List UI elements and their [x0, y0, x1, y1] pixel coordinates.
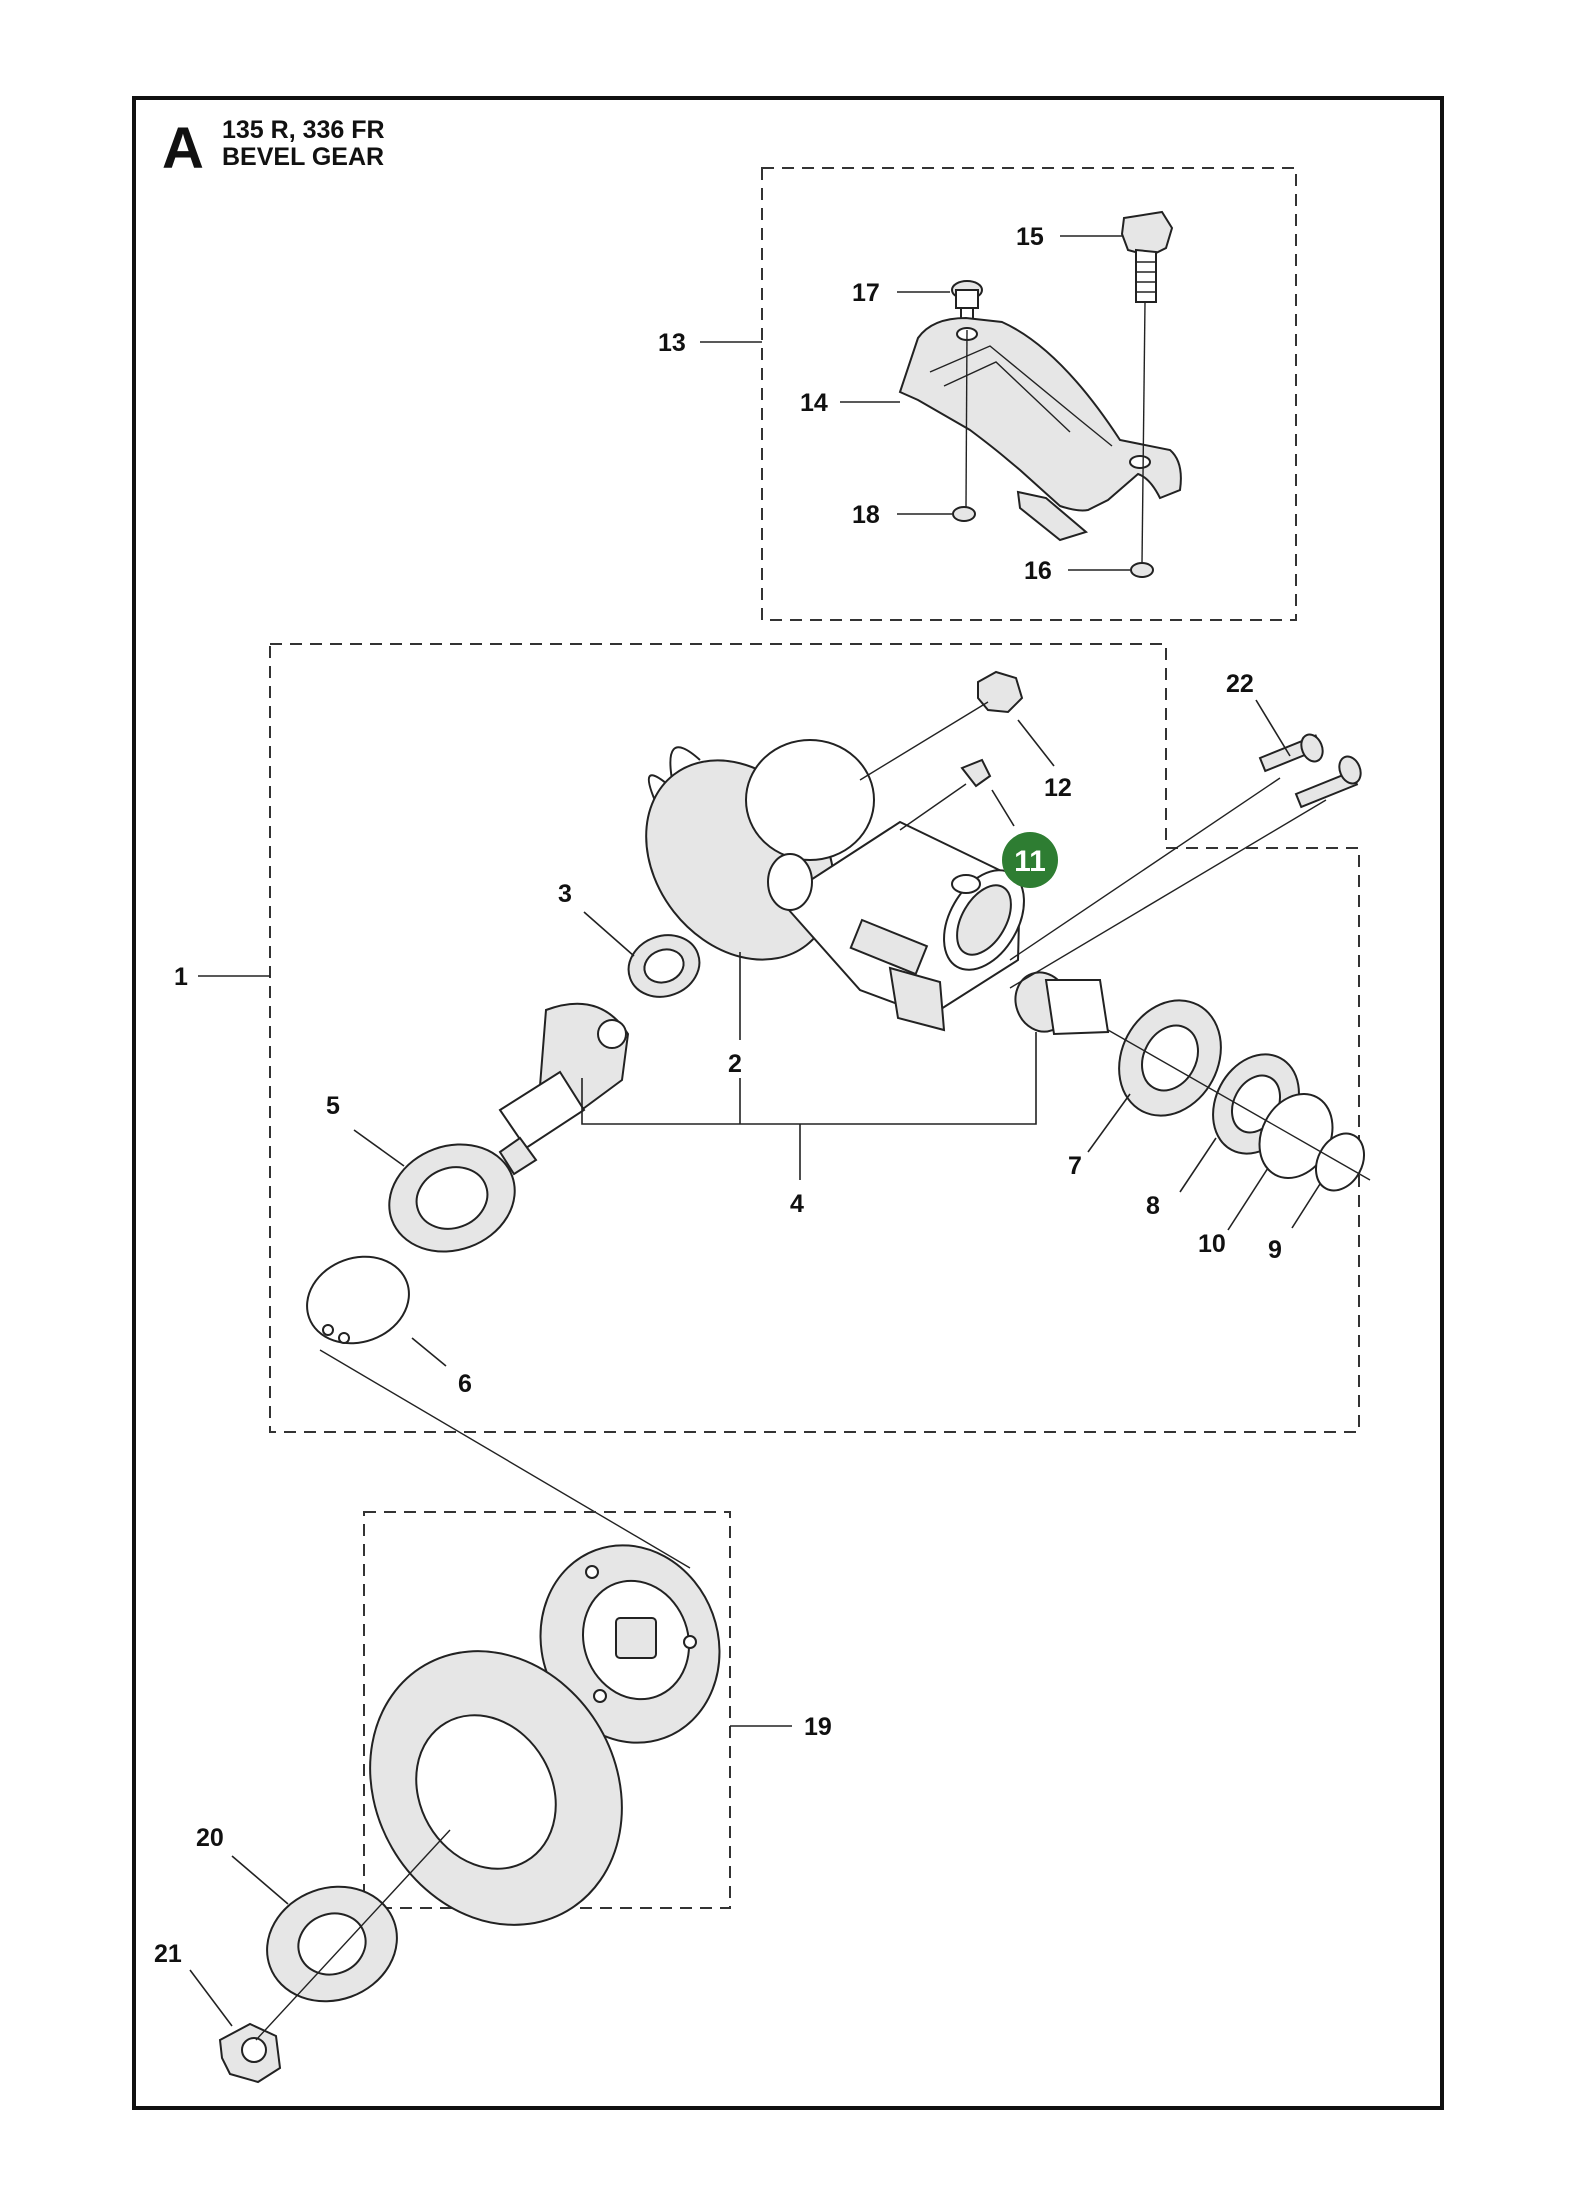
callout-11: 11: [1014, 845, 1046, 878]
washer-16-drawing: [1130, 562, 1154, 578]
callout-5: 5: [326, 1092, 340, 1120]
part-11-drawing: [960, 758, 992, 788]
callout-6: 6: [458, 1370, 472, 1398]
callout-8: 8: [1146, 1192, 1160, 1220]
screws-22-drawing: [1258, 733, 1362, 809]
section-letter: A: [162, 116, 204, 181]
washer-18-drawing: [952, 506, 976, 522]
washer-20-drawing: [266, 1885, 398, 2003]
callout-9: 9: [1268, 1236, 1282, 1264]
callout-12: 12: [1044, 774, 1072, 802]
callout-16: 16: [1024, 557, 1052, 585]
bearing-7-drawing: [1118, 999, 1222, 1117]
callout-3: 3: [558, 880, 572, 908]
group-box-13: [761, 167, 1297, 621]
drive-disc-19-drawing: [369, 1544, 721, 1926]
nut-21-drawing: [218, 2022, 282, 2084]
callout-18: 18: [852, 501, 880, 529]
screw-15-drawing: [1120, 210, 1174, 303]
highlight-badge-11: [1002, 832, 1058, 888]
page-title: BEVEL GEAR: [222, 143, 384, 171]
shaft-4-right-drawing: [1014, 971, 1110, 1036]
callout-14: 14: [800, 389, 828, 417]
callout-10: 10: [1198, 1230, 1226, 1258]
bearing-3-drawing: [627, 934, 701, 998]
pinion-4-drawing: [498, 1002, 630, 1176]
callout-22: 22: [1226, 670, 1254, 698]
callout-2: 2: [728, 1050, 742, 1078]
callout-21: 21: [154, 1940, 182, 1968]
bearing-5-drawing: [388, 1143, 516, 1253]
circlip-6-drawing: [306, 1255, 410, 1345]
group-box-1: [269, 643, 1360, 1433]
callout-17: 17: [852, 279, 880, 307]
callout-4: 4: [790, 1190, 804, 1218]
callout-19: 19: [804, 1713, 832, 1741]
callout-1: 1: [174, 963, 188, 991]
gear-housing-2-drawing: [645, 739, 1025, 1032]
callout-13: 13: [658, 329, 686, 357]
page-frame: [132, 96, 1444, 2110]
callout-15: 15: [1016, 223, 1044, 251]
callout-7: 7: [1068, 1152, 1082, 1180]
model-names: 135 R, 336 FR: [222, 116, 385, 144]
clamp-14-drawing: [898, 316, 1182, 542]
plug-12-drawing: [977, 670, 1024, 714]
callout-20: 20: [196, 1824, 224, 1852]
